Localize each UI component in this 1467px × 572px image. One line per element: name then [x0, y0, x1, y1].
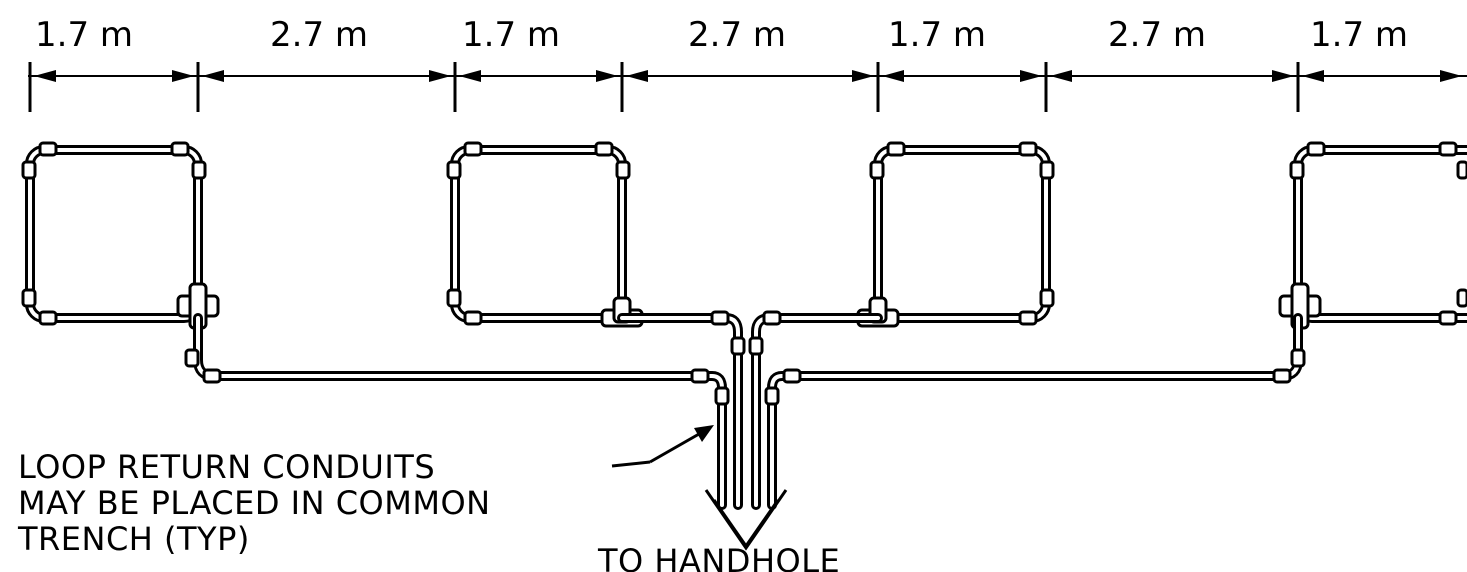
dimension-label-2: 2.7 m [270, 15, 368, 55]
handhole-arrow [704, 489, 788, 551]
dimension-label-1: 1.7 m [35, 15, 133, 55]
destination-label: TO HANDHOLE [597, 542, 840, 572]
loop-3 [856, 141, 1055, 328]
loop-1 [21, 141, 220, 330]
dimension-line [28, 62, 1467, 112]
dimension-label-5: 1.7 m [888, 15, 986, 55]
note-leader [611, 425, 714, 468]
dimension-arrows [34, 70, 1462, 82]
dimension-label-6: 2.7 m [1108, 15, 1206, 55]
note-line-1: LOOP RETURN CONDUITS [18, 448, 435, 486]
dimension-label-3: 1.7 m [462, 15, 560, 55]
dimension-label-7: 1.7 m [1310, 15, 1408, 55]
loop-4 [1278, 141, 1467, 330]
loop-2 [446, 141, 644, 328]
note-line-3: TRENCH (TYP) [17, 520, 250, 558]
note-line-2: MAY BE PLACED IN COMMON [18, 484, 491, 522]
dimension-label-4: 2.7 m [688, 15, 786, 55]
return-conduits [184, 310, 1306, 510]
